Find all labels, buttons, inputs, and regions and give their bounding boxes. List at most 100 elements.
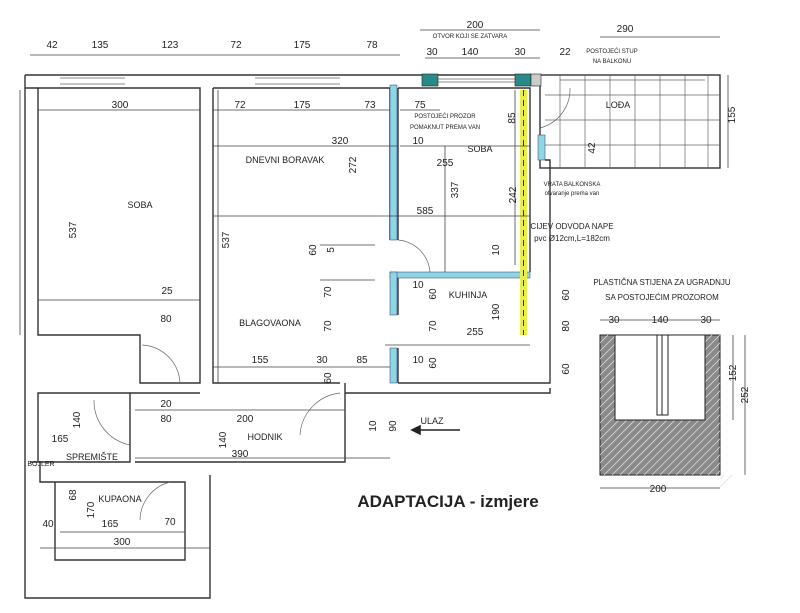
room-label-hodnik: HODNIK	[247, 432, 282, 442]
dimension-label: 140	[462, 47, 479, 58]
hallway-walls	[30, 383, 551, 561]
dimension-label: 25	[161, 286, 173, 297]
dimension-label: 60	[561, 289, 572, 301]
room-label-soba: SOBA	[127, 200, 152, 210]
dimension-label: 30	[514, 47, 526, 58]
dimension-label: 22	[559, 47, 571, 58]
dimension-label: 200	[650, 484, 667, 495]
dimension-label: 80	[160, 314, 172, 325]
dimension-label: 70	[323, 320, 334, 332]
dimension-label: 390	[232, 449, 249, 460]
room-label-spremiste: SPREMIŠTE	[66, 452, 118, 462]
dimension-label: 537	[221, 231, 232, 248]
note-cijev: CIJEV ODVODA NAPE	[530, 222, 613, 231]
note-stijena-2: SA POSTOJEĆIM PROZOROM	[605, 293, 719, 302]
room-label-kupaona: KUPAONA	[98, 494, 141, 504]
dimension-label: 42	[587, 142, 598, 154]
note-vrata-2: otvaranje prema van	[545, 191, 600, 197]
dimension-label: 10	[412, 355, 424, 366]
plastic-wall-detail	[599, 319, 746, 489]
note-stijena: PLASTIČNA STIJENA ZA UGRADNJU	[593, 278, 731, 287]
dimension-label: 140	[218, 431, 229, 448]
dimension-label: 75	[414, 100, 426, 111]
hatched-block-right	[514, 73, 532, 87]
dimension-label: 255	[467, 327, 484, 338]
dimension-label: 80	[561, 320, 572, 332]
dimension-label: 300	[114, 537, 131, 548]
room-label-soba-right: SOBA	[467, 144, 492, 154]
dimension-label: 123	[162, 40, 179, 51]
room-label-loda: LOĐA	[606, 100, 631, 110]
dimension-label: 152	[728, 364, 739, 381]
dimension-label: 80	[160, 414, 172, 425]
dimension-label: 320	[332, 136, 349, 147]
note-ulaz: ULAZ	[420, 416, 444, 426]
dimension-label: 85	[356, 355, 368, 366]
note-stup-2: NA BALKONU	[593, 59, 631, 65]
dimension-label: 60	[308, 244, 319, 256]
dimension-label: 585	[417, 206, 434, 217]
dimension-label: 537	[68, 221, 79, 238]
room-label-blagovaona: BLAGOVAONA	[239, 318, 301, 328]
dimension-label: 165	[102, 519, 119, 530]
dimension-label: 242	[508, 186, 519, 203]
dimension-label: 70	[323, 286, 334, 298]
dimension-label: 20	[160, 399, 172, 410]
dimension-label: 175	[294, 40, 311, 51]
new-wall-vertical-mid	[389, 271, 398, 316]
note-prozor-2: POMAKNUT PREMA VAN	[410, 125, 480, 131]
dimension-label: 60	[561, 363, 572, 375]
dimension-label: 155	[252, 355, 269, 366]
dimension-label: 70	[428, 320, 439, 332]
soba-left-walls	[37, 87, 201, 384]
living-walls	[212, 87, 391, 384]
dimension-label: 85	[507, 112, 518, 124]
dimension-label: 300	[112, 100, 129, 111]
dimension-label: 72	[234, 100, 246, 111]
dimension-label: 40	[42, 519, 54, 530]
dimension-label: 272	[348, 156, 359, 173]
new-balcony-door-wall	[537, 134, 546, 161]
dimension-label: 60	[428, 288, 439, 300]
outer-wall	[24, 74, 540, 599]
dimension-label: 170	[86, 501, 97, 518]
new-wall-vertical-bottom	[389, 347, 398, 384]
note-prozor: POSTOJEĆI PROZOR	[414, 113, 476, 120]
dimension-label: 73	[364, 100, 376, 111]
dimension-label: 60	[323, 372, 334, 384]
dimension-label: 175	[294, 100, 311, 111]
dimension-label: 10	[368, 420, 379, 432]
dimension-label: 30	[700, 315, 712, 326]
dimension-label: 200	[467, 20, 484, 31]
dimension-label: 165	[52, 434, 69, 445]
dimension-label: 10	[412, 280, 424, 291]
dimension-label: 140	[652, 315, 669, 326]
dimension-label: 10	[491, 244, 502, 256]
new-wall-vertical-top	[389, 84, 398, 241]
dimension-label: 135	[92, 40, 109, 51]
dimension-label: 30	[426, 47, 438, 58]
room-label-kuhinja: KUHINJA	[449, 290, 488, 300]
drawing-title: ADAPTACIJA - izmjere	[357, 492, 538, 511]
dimension-label: 42	[46, 40, 58, 51]
dimension-label: 30	[608, 315, 620, 326]
loggia-outline	[539, 74, 721, 169]
note-otvor: OTVOR KOJI SE ZATVARA	[433, 34, 507, 40]
dimension-label: 5	[326, 247, 337, 253]
entrance-arrow-icon	[410, 424, 460, 436]
dimension-label: 70	[164, 517, 176, 528]
dimension-label: 290	[617, 24, 634, 35]
windows	[60, 77, 705, 85]
dimension-label: 68	[68, 489, 79, 501]
dimension-label: 60	[428, 357, 439, 369]
existing-column	[530, 73, 542, 87]
loggia-tiles	[545, 75, 720, 168]
dimension-label: 140	[72, 411, 83, 428]
walls	[24, 73, 721, 599]
dimension-label: 30	[316, 355, 328, 366]
hatched-block-left	[421, 73, 439, 87]
dimension-label: 72	[230, 40, 242, 51]
dimension-label: 200	[237, 414, 254, 425]
